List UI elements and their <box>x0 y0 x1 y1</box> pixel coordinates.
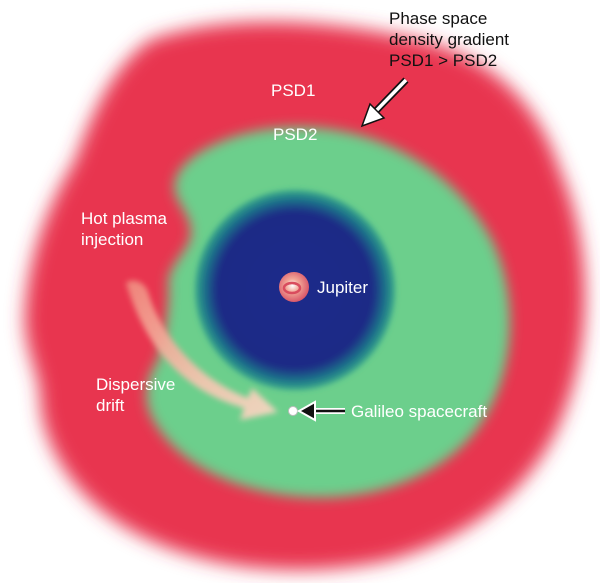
gradient-label-line-2: density gradient <box>389 30 510 49</box>
psd2-label: PSD2 <box>273 125 318 144</box>
dispersive-drift-arrow <box>126 280 278 420</box>
jupiter-band <box>282 281 302 295</box>
galileo-marker <box>288 406 298 416</box>
gradient-label-line-3: PSD1 > PSD2 <box>389 51 498 70</box>
psd1-label: PSD1 <box>271 81 316 100</box>
injection-label-line-1: Hot plasma <box>81 209 167 228</box>
galileo-arrow <box>296 400 345 422</box>
jupiter-label: Jupiter <box>317 278 369 297</box>
gradient-arrow <box>360 77 409 128</box>
drift-label: Dispersive drift <box>96 374 175 416</box>
drift-label-line-1: Dispersive <box>96 375 176 394</box>
drift-label-line-2: drift <box>96 396 125 415</box>
gradient-label: Phase space density gradient PSD1 > PSD2 <box>389 8 509 71</box>
gradient-label-line-1: Phase space <box>389 9 488 28</box>
injection-label: Hot plasma injection <box>81 208 167 250</box>
injection-label-line-2: injection <box>81 230 144 249</box>
galileo-label: Galileo spacecraft <box>351 402 488 421</box>
jupiter-planet <box>279 272 309 302</box>
